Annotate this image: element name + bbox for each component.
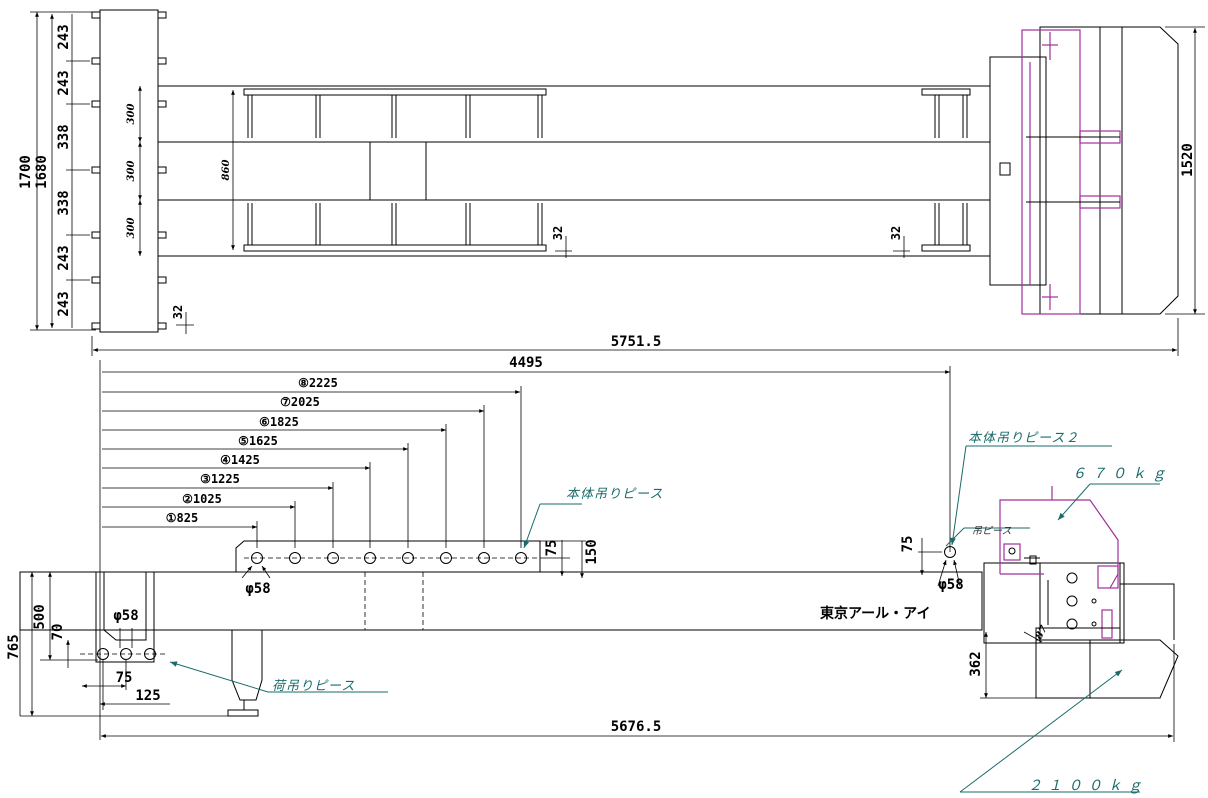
segment-label-3: 338: [56, 124, 72, 149]
hole-dia-right: φ58: [938, 577, 963, 593]
total-length-label: 5676.5: [611, 719, 662, 735]
segment-label-5: 243: [56, 245, 72, 270]
beam-spacing-1: 300: [126, 104, 137, 125]
gap-left-label: 32: [551, 226, 565, 240]
lift-piece-label: 荷吊りピース: [272, 679, 355, 694]
main-piece-label: 本体吊りピース: [566, 487, 663, 502]
beam-spacing-2: 300: [126, 161, 137, 182]
company-label: 東京アール・アイ: [820, 605, 930, 622]
hole-height-75: 75: [544, 540, 560, 557]
segment-label-6: 243: [56, 291, 72, 316]
beam-spacing-3: 300: [126, 218, 137, 239]
width-inner-label: 1680: [34, 155, 50, 189]
hole-label-7: ⑦2025: [280, 395, 320, 409]
hole-height-150: 150: [584, 539, 600, 564]
left-pitch-125: 125: [135, 688, 160, 704]
segment-label-2: 243: [56, 70, 72, 95]
left-height-70: 70: [50, 624, 66, 641]
weight-upper-label: ６７０ｋｇ: [1072, 466, 1172, 482]
left-pitch-75: 75: [116, 670, 133, 686]
hole-dia-left: φ58: [113, 608, 138, 624]
right-hole-height: 75: [900, 536, 916, 553]
hole-label-4: ④1425: [220, 453, 260, 467]
overall-length-label: 5751.5: [611, 334, 662, 350]
pegs: [91, 11, 167, 330]
small-piece-label: 吊ピース: [972, 525, 1012, 537]
hole-reach-label: 4495: [509, 355, 543, 371]
hole-label-6: ⑥1825: [259, 415, 299, 429]
plan-view: [30, 9, 1205, 356]
right-width-label: 1520: [1180, 143, 1196, 177]
width-outer-label: 1700: [18, 155, 34, 189]
hole-label-1: ①825: [166, 511, 198, 525]
left-height-500: 500: [32, 604, 48, 629]
segment-label-1: 243: [56, 24, 72, 49]
gap-mid-label: 32: [889, 226, 903, 240]
segment-ticks: [66, 60, 90, 281]
main-piece-2-label: 本体吊りピース２: [968, 431, 1079, 446]
side-view: [19, 360, 1179, 793]
lifting-holes: [251, 552, 527, 564]
hole-dia-main: φ58: [245, 581, 270, 597]
gap-bottom-label: 32: [171, 305, 185, 319]
hole-label-3: ③1225: [200, 472, 240, 486]
hole-label-8: ⑧2225: [298, 376, 338, 390]
hole-label-2: ②1025: [182, 492, 222, 506]
weight-lower-label: ２１００ｋｇ: [1028, 778, 1148, 794]
hole-label-5: ⑤1625: [238, 434, 278, 448]
inner-depth-label: 860: [221, 160, 232, 181]
right-height-362: 362: [968, 651, 984, 676]
hole-dimension-lines: [102, 366, 951, 552]
segment-label-4: 338: [56, 190, 72, 215]
left-height-765: 765: [6, 634, 22, 659]
